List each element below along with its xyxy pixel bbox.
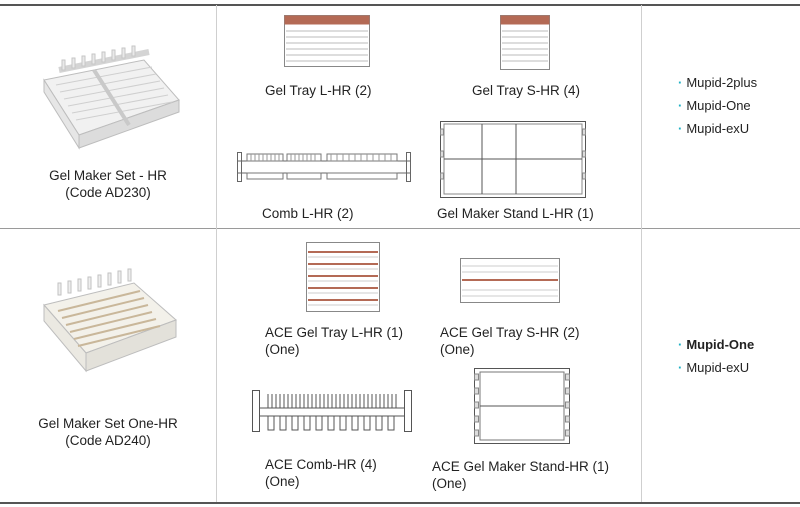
part-note-text: (One) — [265, 474, 300, 489]
gel-tray-l-hr-image — [284, 15, 370, 67]
ace-comb-hr-image — [252, 390, 412, 432]
table-top-rule — [0, 4, 800, 6]
part-label-ace-stand: ACE Gel Maker Stand-HR (1) (One) — [432, 458, 609, 492]
part-label-text: ACE Comb-HR (4) — [265, 457, 377, 472]
set-name-text: Gel Maker Set - HR — [49, 168, 167, 183]
part-label-ace-tray-l: ACE Gel Tray L-HR (1) (One) — [265, 324, 403, 358]
compat-item: ·Mupid-One — [678, 333, 754, 356]
gel-maker-set-one-hr-image — [43, 268, 177, 373]
compat-item: ·Mupid-exU — [678, 356, 754, 379]
compat-list-2: ·Mupid-One ·Mupid-exU — [678, 333, 754, 379]
compat-text: Mupid-2plus — [686, 75, 758, 90]
row-divider — [0, 228, 800, 229]
compat-item: ·Mupid-2plus — [678, 71, 757, 94]
ace-gel-tray-s-hr-image — [460, 258, 560, 303]
bullet-icon: · — [678, 98, 683, 113]
part-label-ace-comb: ACE Comb-HR (4) (One) — [265, 456, 377, 490]
part-label-text: ACE Gel Tray L-HR (1) — [265, 325, 404, 340]
part-label-ace-tray-s: ACE Gel Tray S-HR (2) (One) — [440, 324, 580, 358]
part-label-tray-s: Gel Tray S-HR (4) — [472, 83, 581, 98]
set-name-label: Gel Maker Set - HR (Code AD230) — [0, 167, 216, 201]
part-label-comb: Comb L-HR (2) — [262, 206, 354, 221]
bullet-icon: · — [678, 360, 683, 375]
part-note-text: (One) — [432, 476, 467, 491]
compat-text: Mupid-exU — [686, 360, 750, 375]
set-code-text: (Code AD240) — [65, 433, 151, 448]
part-label-tray-l: Gel Tray L-HR (2) — [265, 83, 372, 98]
part-note-text: (One) — [265, 342, 300, 357]
table-bottom-rule — [0, 502, 800, 504]
part-label-stand: Gel Maker Stand L-HR (1) — [437, 206, 594, 221]
compat-text: Mupid-exU — [686, 121, 750, 136]
bullet-icon: · — [678, 121, 683, 136]
compat-item: ·Mupid-One — [678, 94, 757, 117]
bullet-icon: · — [678, 337, 683, 352]
bullet-icon: · — [678, 75, 683, 90]
ace-gel-tray-l-hr-image — [306, 242, 380, 312]
compat-list-1: ·Mupid-2plus ·Mupid-One ·Mupid-exU — [678, 71, 757, 140]
column-divider-2 — [641, 5, 642, 502]
set-code-text: (Code AD230) — [65, 185, 151, 200]
gel-tray-s-hr-image — [500, 15, 550, 70]
compat-text: Mupid-One — [686, 98, 751, 113]
set-name-text: Gel Maker Set One-HR — [38, 416, 178, 431]
ace-gel-maker-stand-hr-image — [474, 368, 570, 444]
compat-item: ·Mupid-exU — [678, 117, 757, 140]
set-name-label: Gel Maker Set One-HR (Code AD240) — [0, 415, 216, 449]
part-label-text: ACE Gel Tray S-HR (2) — [440, 325, 580, 340]
compat-text: Mupid-One — [686, 337, 755, 352]
gel-maker-set-hr-image — [43, 45, 180, 150]
part-note-text: (One) — [440, 342, 475, 357]
column-divider-1 — [216, 5, 217, 502]
gel-maker-stand-l-hr-image — [440, 121, 586, 198]
comb-l-hr-image — [237, 152, 411, 182]
part-label-text: ACE Gel Maker Stand-HR (1) — [432, 459, 610, 474]
